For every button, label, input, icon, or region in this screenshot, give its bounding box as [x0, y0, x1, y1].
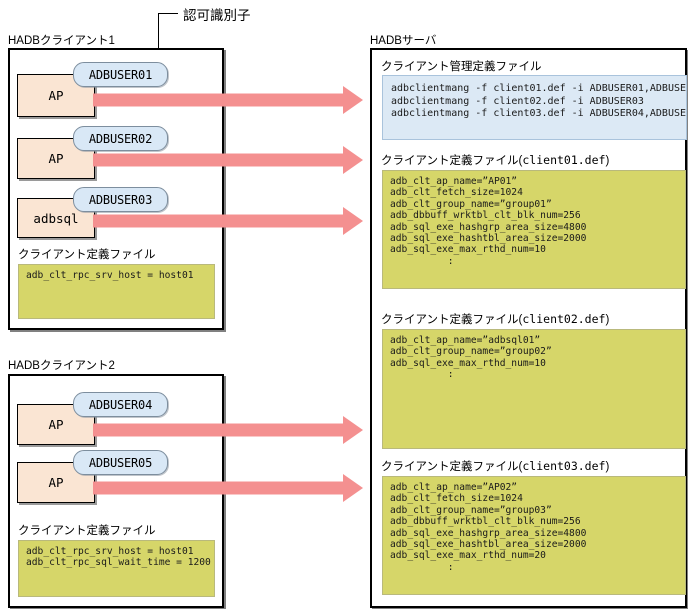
arrow-shaft: [93, 214, 343, 228]
client1-user-2-label: ADBUSER03: [88, 192, 153, 207]
server-definition-file-1-label: クライアント定義ファイル(client02.def): [381, 311, 609, 327]
client1-user-bubble-0: ADBUSER01: [73, 62, 168, 87]
client2-process-0-label: AP: [48, 417, 64, 432]
callout-leader-vertical: [158, 13, 159, 72]
arrow-shaft: [93, 153, 343, 167]
arrow-shaft: [93, 481, 343, 495]
client1-process-1-label: AP: [48, 151, 64, 166]
client2-user-bubble-0: ADBUSER04: [73, 392, 168, 417]
client1-def-file-pane: adb_clt_rpc_srv_host = host01: [18, 264, 215, 319]
client1-arrow-1: [93, 146, 363, 174]
def-label-filename: client03.def: [522, 459, 606, 473]
arrow-head: [343, 146, 363, 174]
def-label-prefix: クライアント定義ファイル(: [381, 461, 523, 473]
client2-title: HADBクライアント2: [8, 360, 115, 372]
arrow-shaft: [93, 93, 343, 107]
def-label-filename: client01.def: [522, 153, 606, 167]
server-title: HADBサーバ: [370, 35, 437, 47]
client2-process-1-label: AP: [48, 475, 64, 490]
client1-process-2-label: adbsql: [33, 210, 79, 226]
client2-arrow-0: [93, 416, 363, 444]
arrow-head: [343, 86, 363, 114]
callout-label: 認可識別子: [183, 8, 251, 23]
arrow-shaft: [93, 423, 343, 437]
def-label-prefix: クライアント定義ファイル(: [381, 314, 523, 326]
client2-user-1-label: ADBUSER05: [88, 455, 153, 470]
client2-process-0: AP: [17, 404, 95, 445]
client2-arrow-1: [93, 474, 363, 502]
server-definition-file-2-label: クライアント定義ファイル(client03.def): [381, 458, 609, 474]
client1-user-bubble-1: ADBUSER02: [73, 126, 168, 151]
callout-leader-horizontal: [158, 13, 178, 14]
server-definition-file-1-pane: adb_clt_ap_name=”adbsql01” adb_clt_group…: [382, 329, 686, 449]
client1-title: HADBクライアント1: [8, 35, 115, 47]
server-definition-file-2-pane: adb_clt_ap_name=”AP02” adb_clt_fetch_siz…: [382, 476, 686, 595]
client1-user-0-label: ADBUSER01: [88, 67, 153, 82]
def-label-suffix: ): [605, 461, 610, 473]
client1-user-1-label: ADBUSER02: [88, 131, 153, 146]
arrow-head: [343, 207, 363, 235]
client2-def-file-pane: adb_clt_rpc_srv_host = host01 adb_clt_rp…: [18, 540, 215, 597]
client1-user-bubble-2: ADBUSER03: [73, 187, 168, 212]
arrow-head: [343, 416, 363, 444]
server-definition-file-0-pane: adb_clt_ap_name=”AP01” adb_clt_fetch_siz…: [382, 170, 686, 289]
def-label-suffix: ): [605, 314, 610, 326]
client1-process-0-label: AP: [48, 88, 64, 103]
client1-arrow-0: [93, 86, 363, 114]
server-definition-file-0-label: クライアント定義ファイル(client01.def): [381, 152, 609, 168]
client2-def-file-label: クライアント定義ファイル: [18, 525, 156, 537]
client2-user-0-label: ADBUSER04: [88, 397, 153, 412]
def-label-suffix: ): [605, 155, 610, 167]
client2-user-bubble-1: ADBUSER05: [73, 450, 168, 475]
server-management-file-pane: adbclientmang -f client01.def -i ADBUSER…: [382, 75, 687, 140]
client1-def-file-label: クライアント定義ファイル: [18, 249, 156, 261]
arrow-head: [343, 474, 363, 502]
def-label-filename: client02.def: [522, 312, 606, 326]
server-management-file-label: クライアント管理定義ファイル: [381, 61, 542, 73]
def-label-prefix: クライアント定義ファイル(: [381, 155, 523, 167]
client1-arrow-2: [93, 207, 363, 235]
